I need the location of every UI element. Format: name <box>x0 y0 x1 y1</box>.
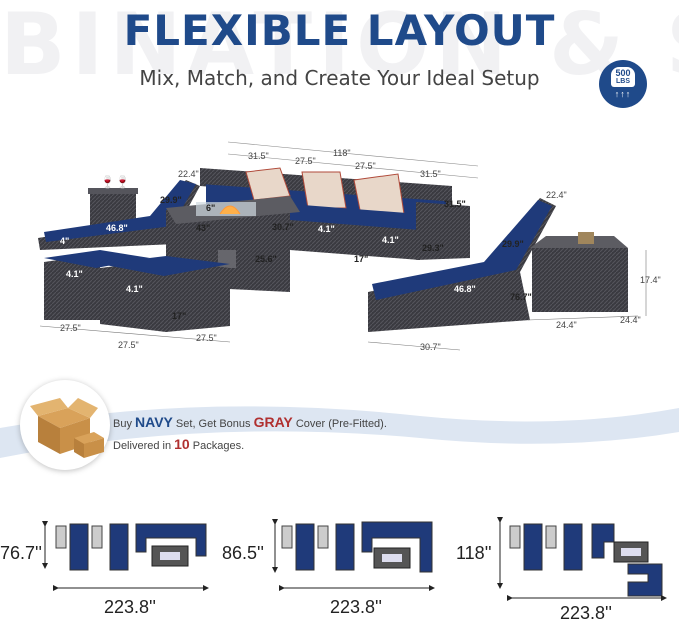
packages-badge <box>20 380 110 470</box>
dim-sofa-seat-height: 17" <box>354 254 369 264</box>
ottoman-left <box>44 254 100 320</box>
dim-table-small: 6" <box>206 203 216 213</box>
promo-text: Buy NAVY Set, Get Bonus GRAY Cover (Pre-… <box>113 412 387 456</box>
dim-left-lounger-cushion: 4" <box>60 236 70 246</box>
dim-ottoman-cushion-a: 4.1" <box>66 269 83 279</box>
pillow-1 <box>245 167 291 201</box>
dim-right-lounger-back-len: 29.9" <box>502 239 524 249</box>
dim-ottoman-w3: 27.5" <box>196 333 217 343</box>
dim-sofa-arm-depth: 31.5" <box>444 199 466 209</box>
wine-glasses-icon: 🍷🍷 <box>100 175 130 189</box>
dim-sofa-s2: 27.5" <box>295 156 316 166</box>
dim-sofa-cushion-a: 4.1" <box>318 224 335 234</box>
dim-side-table-d: 24.4" <box>620 315 641 325</box>
dim-left-lounger-back: 22.4" <box>178 169 199 179</box>
dim-sofa-height: 29.3" <box>422 243 444 253</box>
dim-ottoman-cushion-b: 4.1" <box>126 284 143 294</box>
background-watermark: BINATION & S <box>0 2 679 88</box>
layout-configurations <box>42 517 667 601</box>
promo-gray: GRAY <box>253 414 293 430</box>
dim-table-width: 43" <box>196 223 211 233</box>
dim-right-lounger-back: 22.4" <box>546 190 567 200</box>
config-2-width: 223.8'' <box>330 597 382 617</box>
dim-right-lounger-width: 30.7" <box>420 342 441 352</box>
config-2-height: 86.5'' <box>222 543 264 563</box>
dim-ottoman-w2: 27.5" <box>118 340 139 350</box>
dim-side-table-height: 17.4" <box>640 275 661 285</box>
dim-table-depth: 30.7" <box>272 222 294 232</box>
promo-navy: NAVY <box>135 414 173 430</box>
dim-sofa-s1: 31.5" <box>248 151 269 161</box>
config-1-diagram <box>42 521 209 591</box>
promo-package-count: 10 <box>174 436 190 452</box>
cardboard-box-icon <box>30 398 104 458</box>
dim-left-lounger-back-len: 29.9" <box>160 195 182 205</box>
dim-left-lounger-seat: 46.8" <box>106 223 128 233</box>
right-side-table <box>532 248 628 312</box>
dim-right-lounger-height: 8.6" <box>462 326 479 336</box>
config-1-width: 223.8'' <box>104 597 156 617</box>
config-3-diagram <box>497 517 667 601</box>
dim-right-lounger-seat: 46.8" <box>454 284 476 294</box>
weight-value: 500 <box>615 68 631 78</box>
dim-ottoman-height: 17" <box>172 311 187 321</box>
weight-icon <box>611 67 635 87</box>
page-subtitle: Mix, Match, and Create Your Ideal Setup <box>139 66 540 90</box>
config-2-diagram <box>272 519 435 591</box>
decorative-swoosh <box>0 406 679 458</box>
dim-side-table-w: 24.4" <box>556 320 577 330</box>
config-3-width: 223.8'' <box>560 603 612 621</box>
page-title: FLEXIBLE LAYOUT <box>123 6 556 55</box>
pillow-2 <box>301 171 347 209</box>
promo-line-2: Delivered in 10 Packages. <box>113 436 245 452</box>
promo-line-1: Buy NAVY Set, Get Bonus GRAY Cover (Pre-… <box>113 414 387 430</box>
dim-sofa-cushion-b: 4.1" <box>382 235 399 245</box>
right-chaise-lounger <box>368 198 556 332</box>
weight-capacity-badge: 500 LBS ↑↑↑ <box>599 60 647 108</box>
ottoman-right <box>100 260 230 332</box>
furniture-illustration: 🍷🍷 <box>38 141 647 351</box>
dim-sofa-total: 118" <box>333 148 351 158</box>
decor-box-icon <box>578 232 594 244</box>
dim-right-lounger-length: 76.7" <box>510 292 532 302</box>
weight-unit: LBS <box>616 78 630 85</box>
dim-sofa-s4: 31.5" <box>420 169 441 179</box>
dim-table-height: 25.6" <box>255 254 277 264</box>
config-1-height: 76.7'' <box>0 543 42 563</box>
config-3-height: 118'' <box>456 543 492 563</box>
dim-ottoman-w1: 27.5" <box>60 323 81 333</box>
dim-sofa-s3: 27.5" <box>355 161 376 171</box>
arrows-up-icon: ↑↑↑ <box>614 89 632 99</box>
